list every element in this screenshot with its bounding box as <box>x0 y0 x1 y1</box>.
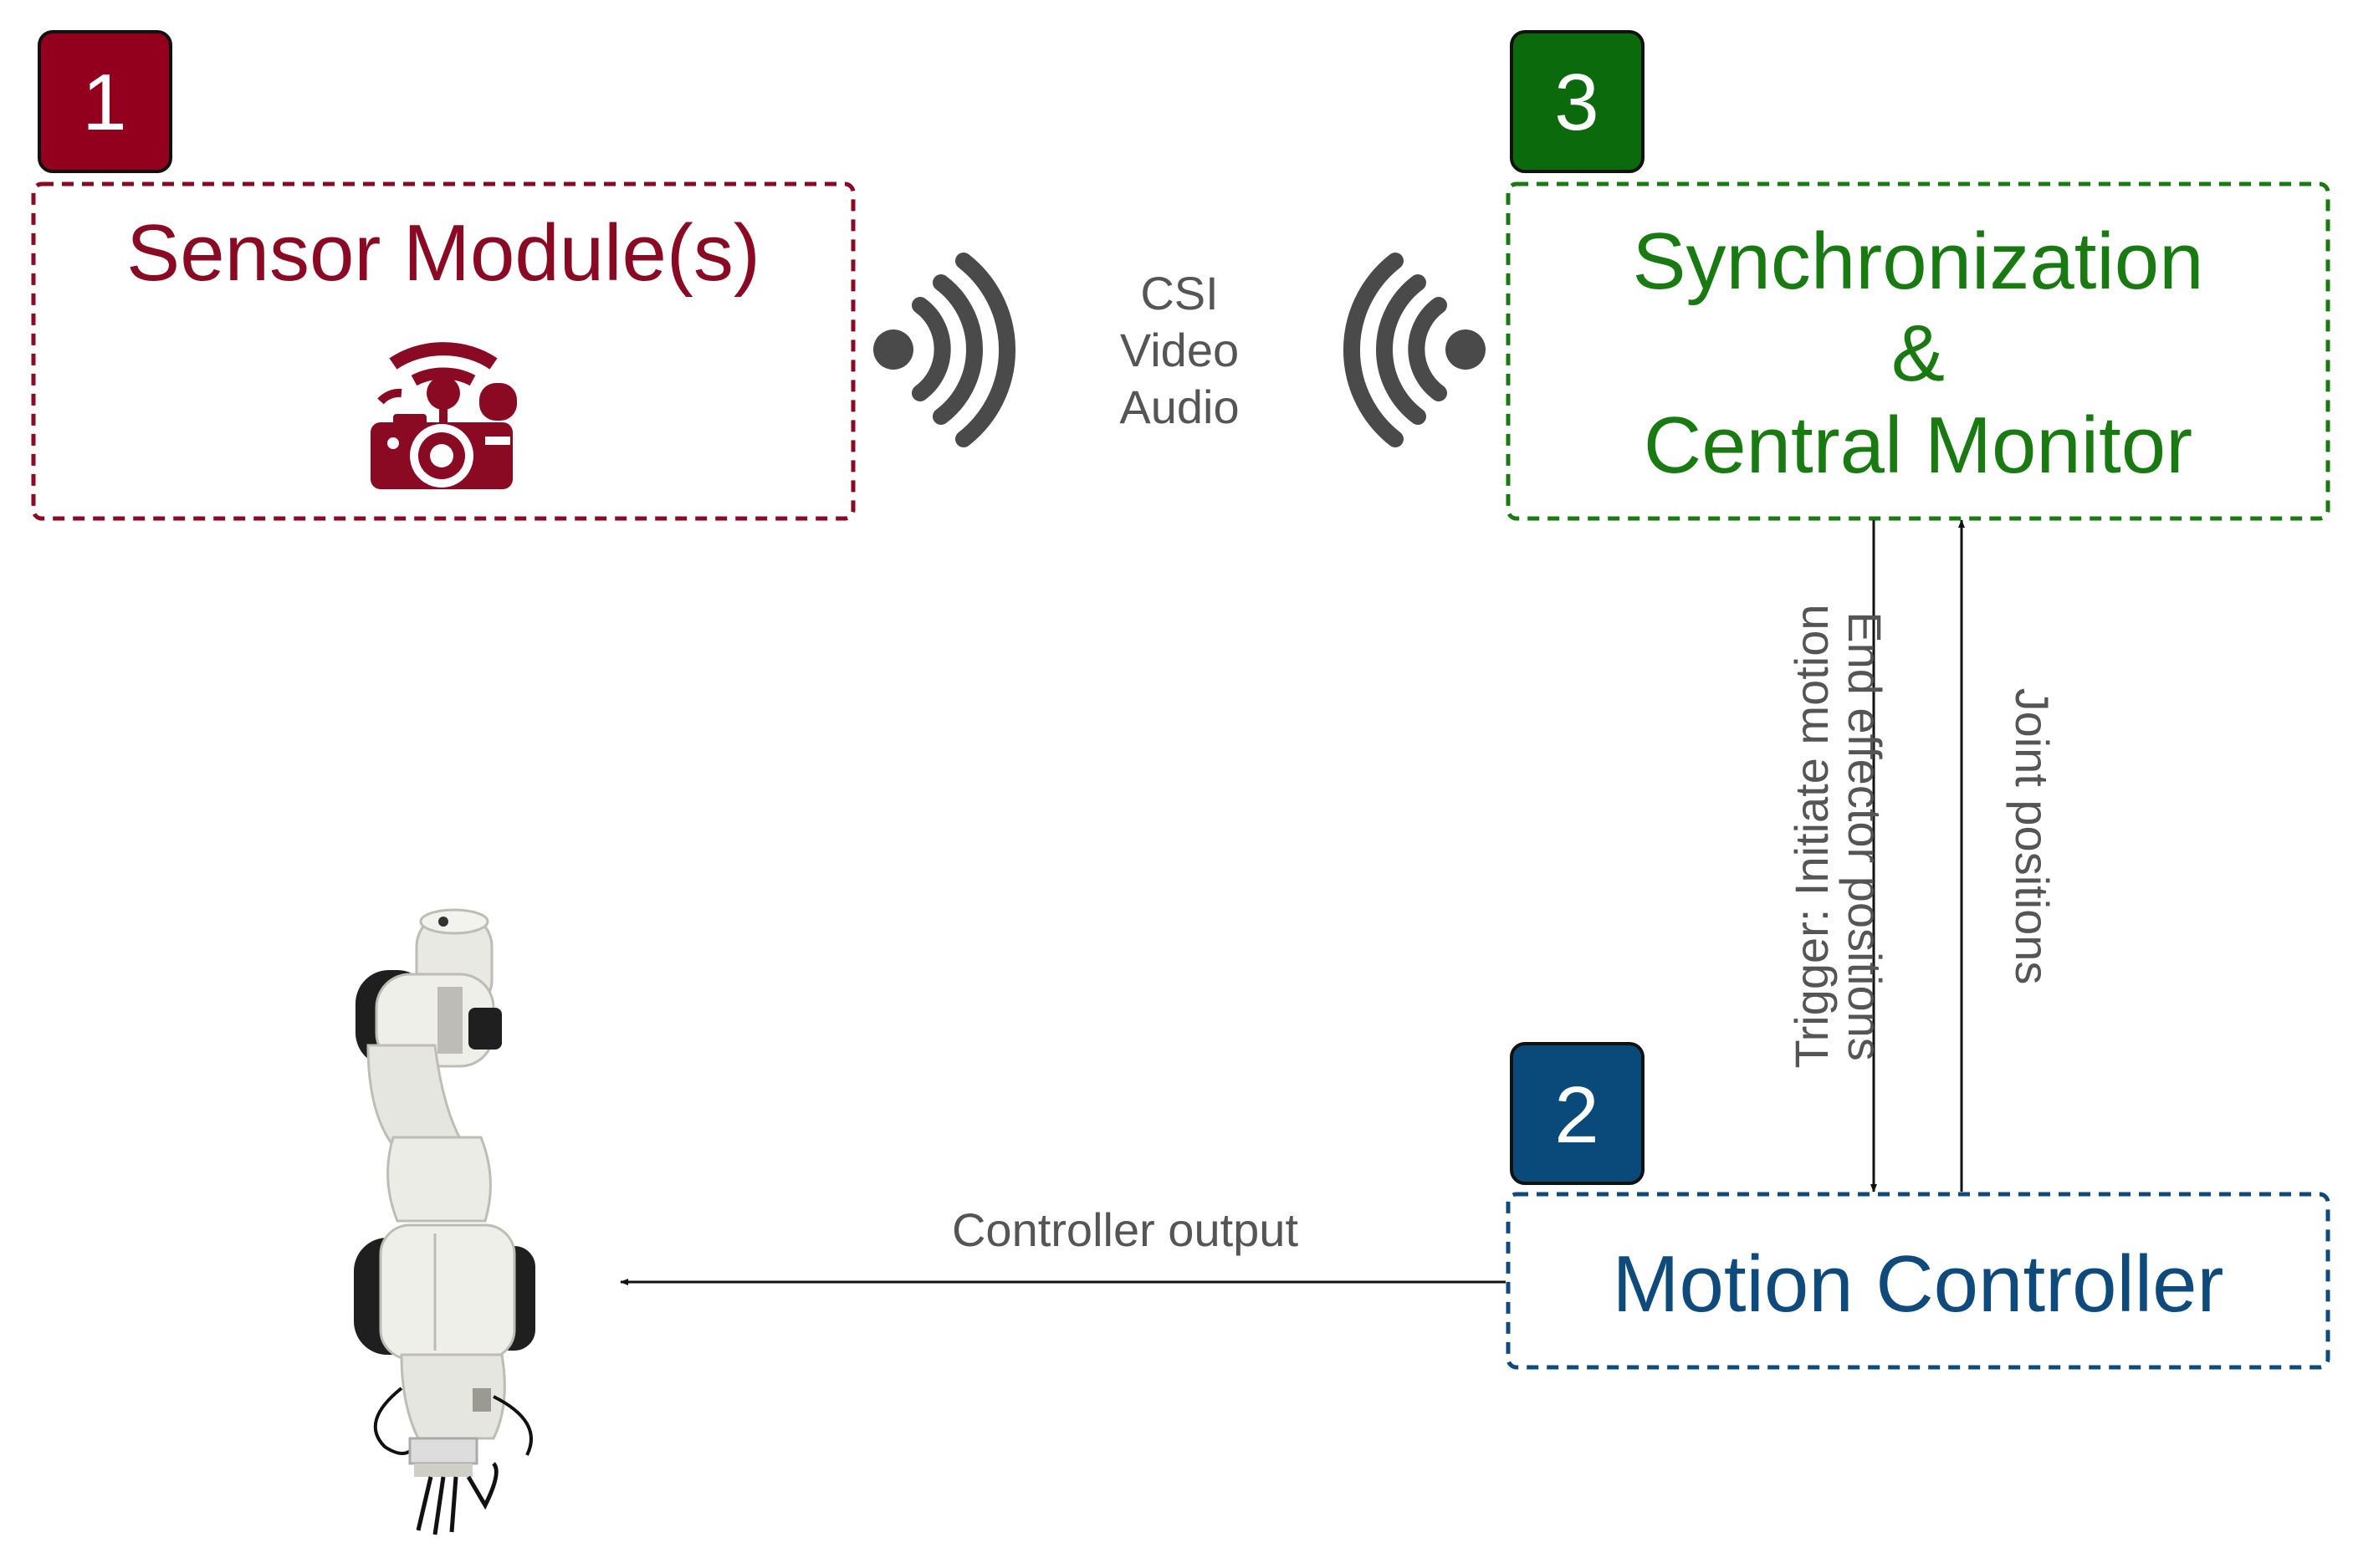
badge-2-label: 2 <box>1554 1070 1599 1160</box>
sync-title-line3: Central Monitor <box>1644 401 2192 490</box>
trigger-label: Trigger: Initiate motion <box>1785 604 1838 1068</box>
robot-arm-icon <box>354 908 535 1535</box>
wireless-label-csi: CSI <box>1140 267 1218 319</box>
wireless-label: CSI Video Audio <box>1119 267 1239 433</box>
wireless-camera-icon <box>371 342 517 489</box>
badge-3-bg <box>1510 30 1645 173</box>
badge-1-label: 1 <box>82 58 126 147</box>
joint-positions-label: Joint positions <box>2006 688 2059 985</box>
sensor-module-title: Sensor Module(s) <box>126 208 760 298</box>
badge-3-label: 3 <box>1554 58 1599 147</box>
motion-controller-box: Motion Controller <box>1506 1192 2330 1370</box>
badge-2-bg <box>1510 1042 1645 1185</box>
sensor-module-box: Sensor Module(s) <box>31 181 856 521</box>
wireless-signal-icon <box>1343 253 1486 447</box>
badge-2: 2 <box>1510 1042 1645 1185</box>
badge-1-bg <box>38 30 172 173</box>
badge-1: 1 <box>38 30 172 173</box>
wireless-label-video: Video <box>1120 324 1239 376</box>
wireless-label-audio: Audio <box>1119 381 1239 433</box>
motion-controller-title: Motion Controller <box>1613 1239 2224 1329</box>
wireless-signal-icon <box>873 253 1016 447</box>
badge-3: 3 <box>1510 30 1645 173</box>
synchronization-box: Synchronization & Central Monitor <box>1506 181 2330 521</box>
end-effector-label: End effector positions <box>1839 611 1891 1061</box>
sync-title-line1: Synchronization <box>1632 217 2203 306</box>
controller-output-label: Controller output <box>952 1203 1298 1256</box>
sync-title-line2: & <box>1891 309 1945 398</box>
